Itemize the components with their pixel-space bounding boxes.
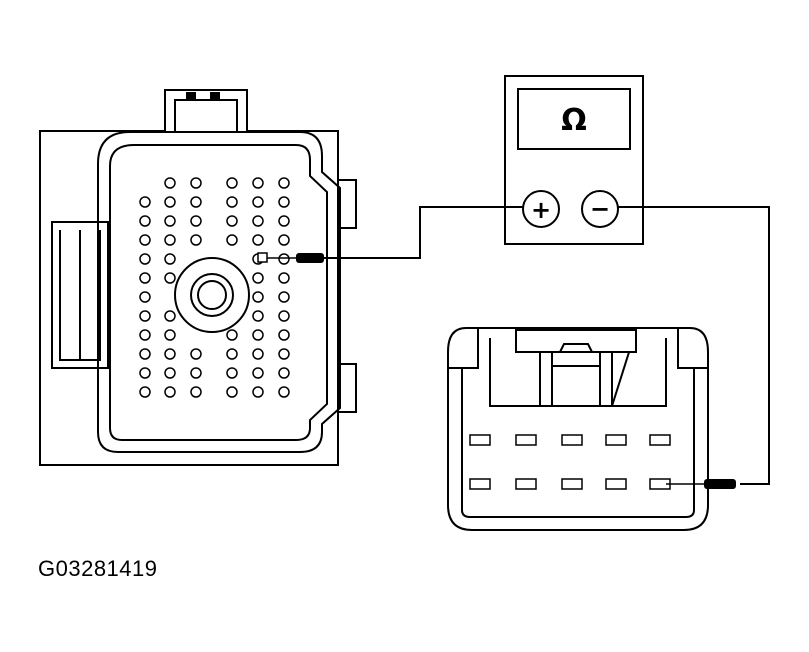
pin-hole bbox=[164, 329, 176, 341]
pin-hole bbox=[278, 291, 290, 303]
pin-hole bbox=[190, 234, 202, 246]
terminal-cavity bbox=[561, 478, 583, 490]
pin-hole bbox=[226, 234, 238, 246]
pin-hole bbox=[252, 329, 264, 341]
large-connector-top-latch bbox=[164, 89, 248, 131]
small-connector-housing bbox=[447, 327, 709, 531]
pin-hole bbox=[164, 234, 176, 246]
pin-hole bbox=[278, 253, 290, 265]
pin-hole bbox=[252, 367, 264, 379]
pin-hole bbox=[139, 272, 151, 284]
large-connector-pins bbox=[139, 177, 290, 398]
pin-hole bbox=[226, 386, 238, 398]
large-connector bbox=[39, 89, 357, 466]
negative-lead bbox=[618, 206, 770, 485]
pin-hole bbox=[139, 196, 151, 208]
terminal-cavity bbox=[469, 478, 491, 490]
pin-hole bbox=[164, 310, 176, 322]
pin-hole bbox=[226, 196, 238, 208]
pin-hole bbox=[139, 215, 151, 227]
pin-hole bbox=[252, 291, 264, 303]
pin-hole bbox=[278, 348, 290, 360]
positive-lead bbox=[324, 206, 523, 259]
pin-hole bbox=[190, 367, 202, 379]
pin-hole bbox=[278, 177, 290, 189]
pin-hole bbox=[164, 196, 176, 208]
pin-hole bbox=[226, 348, 238, 360]
pin-hole bbox=[139, 367, 151, 379]
pin-hole bbox=[164, 367, 176, 379]
multimeter bbox=[504, 75, 644, 245]
test-leads bbox=[324, 206, 770, 485]
pin-hole bbox=[226, 367, 238, 379]
pin-hole bbox=[278, 310, 290, 322]
pin-hole bbox=[252, 386, 264, 398]
pin-hole bbox=[190, 177, 202, 189]
pin-hole bbox=[164, 177, 176, 189]
pin-hole bbox=[164, 386, 176, 398]
terminal-cavity bbox=[515, 434, 537, 446]
multimeter-display bbox=[517, 88, 631, 150]
pin-hole bbox=[278, 329, 290, 341]
ohm-symbol: Ω bbox=[561, 103, 587, 138]
pin-hole bbox=[278, 367, 290, 379]
pin-hole bbox=[190, 215, 202, 227]
pin-hole bbox=[139, 291, 151, 303]
probe-small-connector bbox=[666, 479, 736, 489]
pin-hole bbox=[252, 310, 264, 322]
pin-hole bbox=[226, 215, 238, 227]
pin-hole bbox=[278, 386, 290, 398]
small-connector bbox=[447, 327, 709, 531]
pin-hole bbox=[252, 215, 264, 227]
pin-hole bbox=[190, 348, 202, 360]
pin-hole bbox=[164, 215, 176, 227]
pin-hole bbox=[190, 196, 202, 208]
pin-hole bbox=[252, 348, 264, 360]
positive-terminal-label: + bbox=[531, 196, 551, 224]
pin-hole bbox=[278, 196, 290, 208]
figure-id-label: G03281419 bbox=[38, 556, 158, 581]
pin-hole bbox=[252, 177, 264, 189]
terminal-cavity bbox=[605, 434, 627, 446]
probe-large-connector bbox=[257, 252, 324, 263]
pin-hole bbox=[139, 348, 151, 360]
terminal-cavity bbox=[515, 478, 537, 490]
negative-terminal bbox=[581, 190, 619, 228]
pin-hole bbox=[278, 272, 290, 284]
pin-hole bbox=[164, 253, 176, 265]
terminal-cavity bbox=[469, 434, 491, 446]
pin-hole bbox=[252, 196, 264, 208]
pin-hole bbox=[252, 272, 264, 284]
pin-hole bbox=[278, 234, 290, 246]
pin-hole bbox=[139, 253, 151, 265]
pin-hole bbox=[139, 386, 151, 398]
pin-hole bbox=[278, 215, 290, 227]
pin-hole bbox=[190, 386, 202, 398]
terminal-cavity bbox=[605, 478, 627, 490]
pin-hole bbox=[252, 234, 264, 246]
positive-terminal bbox=[522, 190, 560, 228]
pin-hole bbox=[139, 329, 151, 341]
small-connector-pins bbox=[469, 434, 671, 490]
terminal-cavity bbox=[649, 434, 671, 446]
center-boss bbox=[174, 257, 250, 333]
pin-hole bbox=[226, 177, 238, 189]
pin-hole bbox=[139, 310, 151, 322]
negative-terminal-label: − bbox=[590, 195, 610, 223]
pin-hole bbox=[164, 272, 176, 284]
large-connector-pin-face bbox=[97, 131, 341, 453]
terminal-cavity bbox=[561, 434, 583, 446]
pin-hole bbox=[139, 234, 151, 246]
pin-hole bbox=[226, 329, 238, 341]
pin-hole bbox=[164, 348, 176, 360]
